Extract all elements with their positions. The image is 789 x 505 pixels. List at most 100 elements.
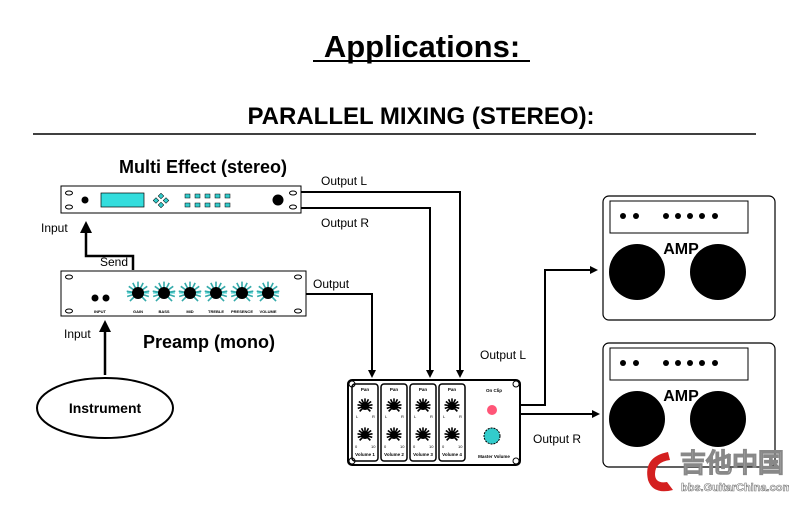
volume-scale-min: 0 [384, 444, 387, 449]
preamp-control-label: TREBLE [208, 309, 224, 314]
preamp-control-label: VOLUME [259, 309, 276, 314]
volume-scale-min: 0 [413, 444, 416, 449]
amp-control [712, 360, 718, 366]
input-jack [102, 294, 110, 302]
pan-scale-l: L [385, 414, 388, 419]
multi-effect-unit [60, 185, 302, 214]
master-volume-label: Master Volume [478, 454, 510, 459]
nav-buttons [152, 192, 170, 209]
preamp-input-label: Input [64, 327, 91, 341]
amp-control [712, 213, 718, 219]
preset-button [194, 193, 201, 199]
watermark: 吉他中国 bbs.GuitarChina.com [647, 448, 789, 494]
output-r-line [301, 207, 434, 378]
pan-scale-l: L [414, 414, 417, 419]
volume-knob [386, 427, 402, 441]
preamp-control-label: MID [186, 309, 193, 314]
amp-control [687, 360, 693, 366]
preset-button [184, 202, 191, 208]
data-knob [272, 194, 284, 206]
input-jack [81, 196, 89, 204]
pan-scale-r: R [430, 414, 433, 419]
preset-button [224, 193, 231, 199]
volume-label: Volume 1 [355, 452, 375, 457]
preset-button [184, 193, 191, 199]
preamp-knob [256, 281, 280, 302]
amp-control [633, 360, 639, 366]
pan-scale-r: R [401, 414, 404, 419]
instrument [36, 377, 174, 439]
amp-control [620, 213, 626, 219]
amp: AMP [602, 195, 776, 321]
multi-effect-label: Multi Effect (stereo) [119, 157, 287, 177]
clip-led [487, 405, 497, 415]
output-r-label: Output R [321, 216, 369, 230]
volume-label: Volume 2 [384, 452, 404, 457]
preamp-control-label: INPUT [94, 309, 107, 314]
mixer-screw [348, 457, 356, 465]
preset-button [214, 202, 221, 208]
amp: AMP [602, 342, 776, 468]
multi-input-label: Input [41, 221, 68, 235]
input-jack [91, 294, 99, 302]
preset-button [194, 202, 201, 208]
volume-knob [415, 427, 431, 441]
amp-control [699, 213, 705, 219]
preamp-knob [126, 281, 150, 302]
pan-scale-r: R [459, 414, 462, 419]
pan-label: Pan [419, 387, 428, 392]
clip-label: On Clip [486, 388, 502, 393]
pan-scale-l: L [443, 414, 446, 419]
volume-scale-max: 10 [429, 444, 434, 449]
pan-scale-l: L [356, 414, 359, 419]
amp-control [675, 213, 681, 219]
amp-control [699, 360, 705, 366]
volume-knob [444, 427, 460, 441]
mixer-output-l-line [521, 266, 598, 406]
pan-label: Pan [448, 387, 457, 392]
master-volume-knob [483, 427, 501, 445]
amp-label: AMP [663, 388, 699, 405]
dragon-logo [647, 452, 673, 492]
preamp-output-label: Output [313, 277, 350, 291]
mixer-screw [512, 380, 520, 388]
preamp-knob [178, 281, 202, 302]
preamp-knob [230, 281, 254, 302]
preamp-control-label: BASS [158, 309, 169, 314]
volume-scale-min: 0 [442, 444, 445, 449]
volume-scale-max: 10 [458, 444, 463, 449]
preamp-label: Preamp (mono) [143, 332, 275, 352]
amp-control [675, 360, 681, 366]
volume-scale-max: 10 [371, 444, 376, 449]
watermark-url: bbs.GuitarChina.com [681, 482, 789, 494]
speaker [609, 391, 665, 447]
amp-control [663, 360, 669, 366]
mixer-screw [348, 380, 356, 388]
amp-control [620, 360, 626, 366]
preamp-knob [204, 281, 228, 302]
speaker [609, 244, 665, 300]
amp-control [663, 213, 669, 219]
mixer-output-r-label: Output R [533, 432, 581, 446]
subtitle: PARALLEL MIXING (STEREO): [247, 103, 594, 130]
amp-control [633, 213, 639, 219]
preamp-output-line [306, 293, 376, 378]
preset-buttons [184, 193, 231, 208]
mixer-output-l-label: Output L [480, 348, 526, 362]
amp-label: AMP [663, 241, 699, 258]
preset-button [204, 193, 211, 199]
preamp-control-label: GAIN [133, 309, 143, 314]
amp-control [687, 213, 693, 219]
pan-scale-r: R [372, 414, 375, 419]
preset-button [204, 202, 211, 208]
pan-knob [415, 398, 431, 412]
volume-label: Volume 3 [413, 452, 433, 457]
output-l-label: Output L [321, 174, 367, 188]
page-title: Applications: [324, 29, 520, 64]
